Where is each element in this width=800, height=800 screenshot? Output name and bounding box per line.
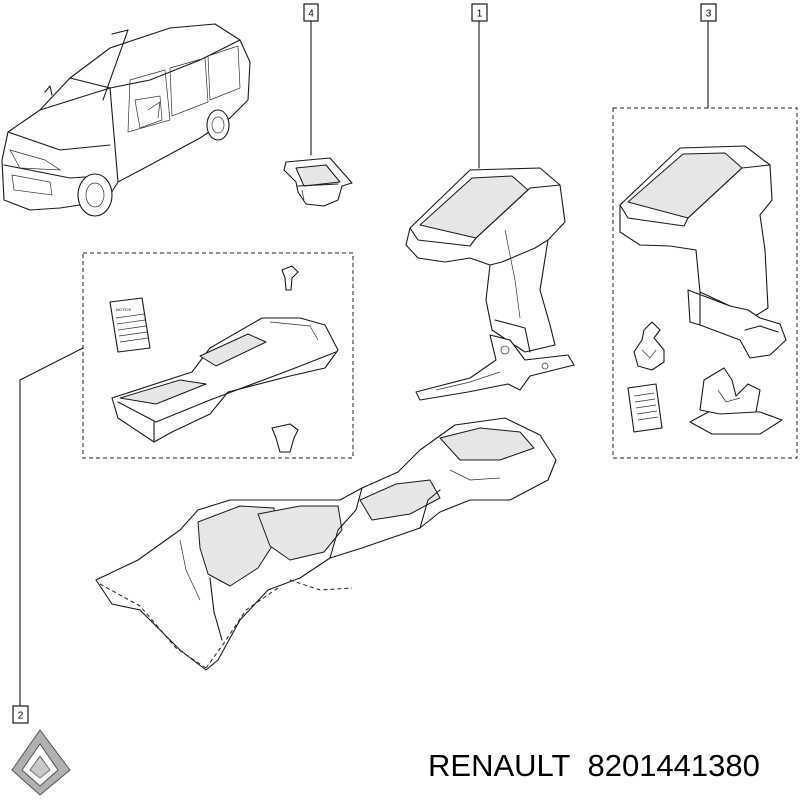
caption-part-number: 8201441380 xyxy=(587,748,759,783)
car-illustration xyxy=(1,23,251,217)
fastener-bag-icon xyxy=(633,321,665,371)
armrest-kit-3 xyxy=(619,145,787,359)
armrest-assembly-1 xyxy=(405,167,575,401)
callout-label-1: 1 xyxy=(477,9,483,20)
instruction-leaflet-2-icon: NOTICE xyxy=(109,297,151,353)
mounting-bracket-part xyxy=(689,367,783,435)
centre-console-part xyxy=(95,417,557,671)
kit-2-dashed-frame xyxy=(82,252,354,459)
clip-fastener-top-icon xyxy=(281,265,299,291)
callout-3: 3 xyxy=(700,3,717,109)
caption: RENAULT 8201441380 xyxy=(428,748,760,783)
callout-1: 1 xyxy=(471,3,488,169)
callout-label-2: 2 xyxy=(18,711,24,722)
callout-2: 2 xyxy=(12,347,84,724)
callout-4: 4 xyxy=(303,3,319,156)
console-tray-part xyxy=(111,317,339,443)
instruction-leaflet-3-icon xyxy=(627,383,663,433)
callout-label-4: 4 xyxy=(308,9,314,20)
caption-brand: RENAULT xyxy=(428,748,570,783)
clip-fastener-bottom-icon xyxy=(271,423,299,453)
kit-3-dashed-frame xyxy=(612,107,798,459)
callout-label-3: 3 xyxy=(706,9,712,20)
leaflet-notice-text: NOTICE xyxy=(116,307,131,312)
cup-holder-part xyxy=(283,157,353,207)
renault-diamond-logo-icon xyxy=(11,729,71,796)
